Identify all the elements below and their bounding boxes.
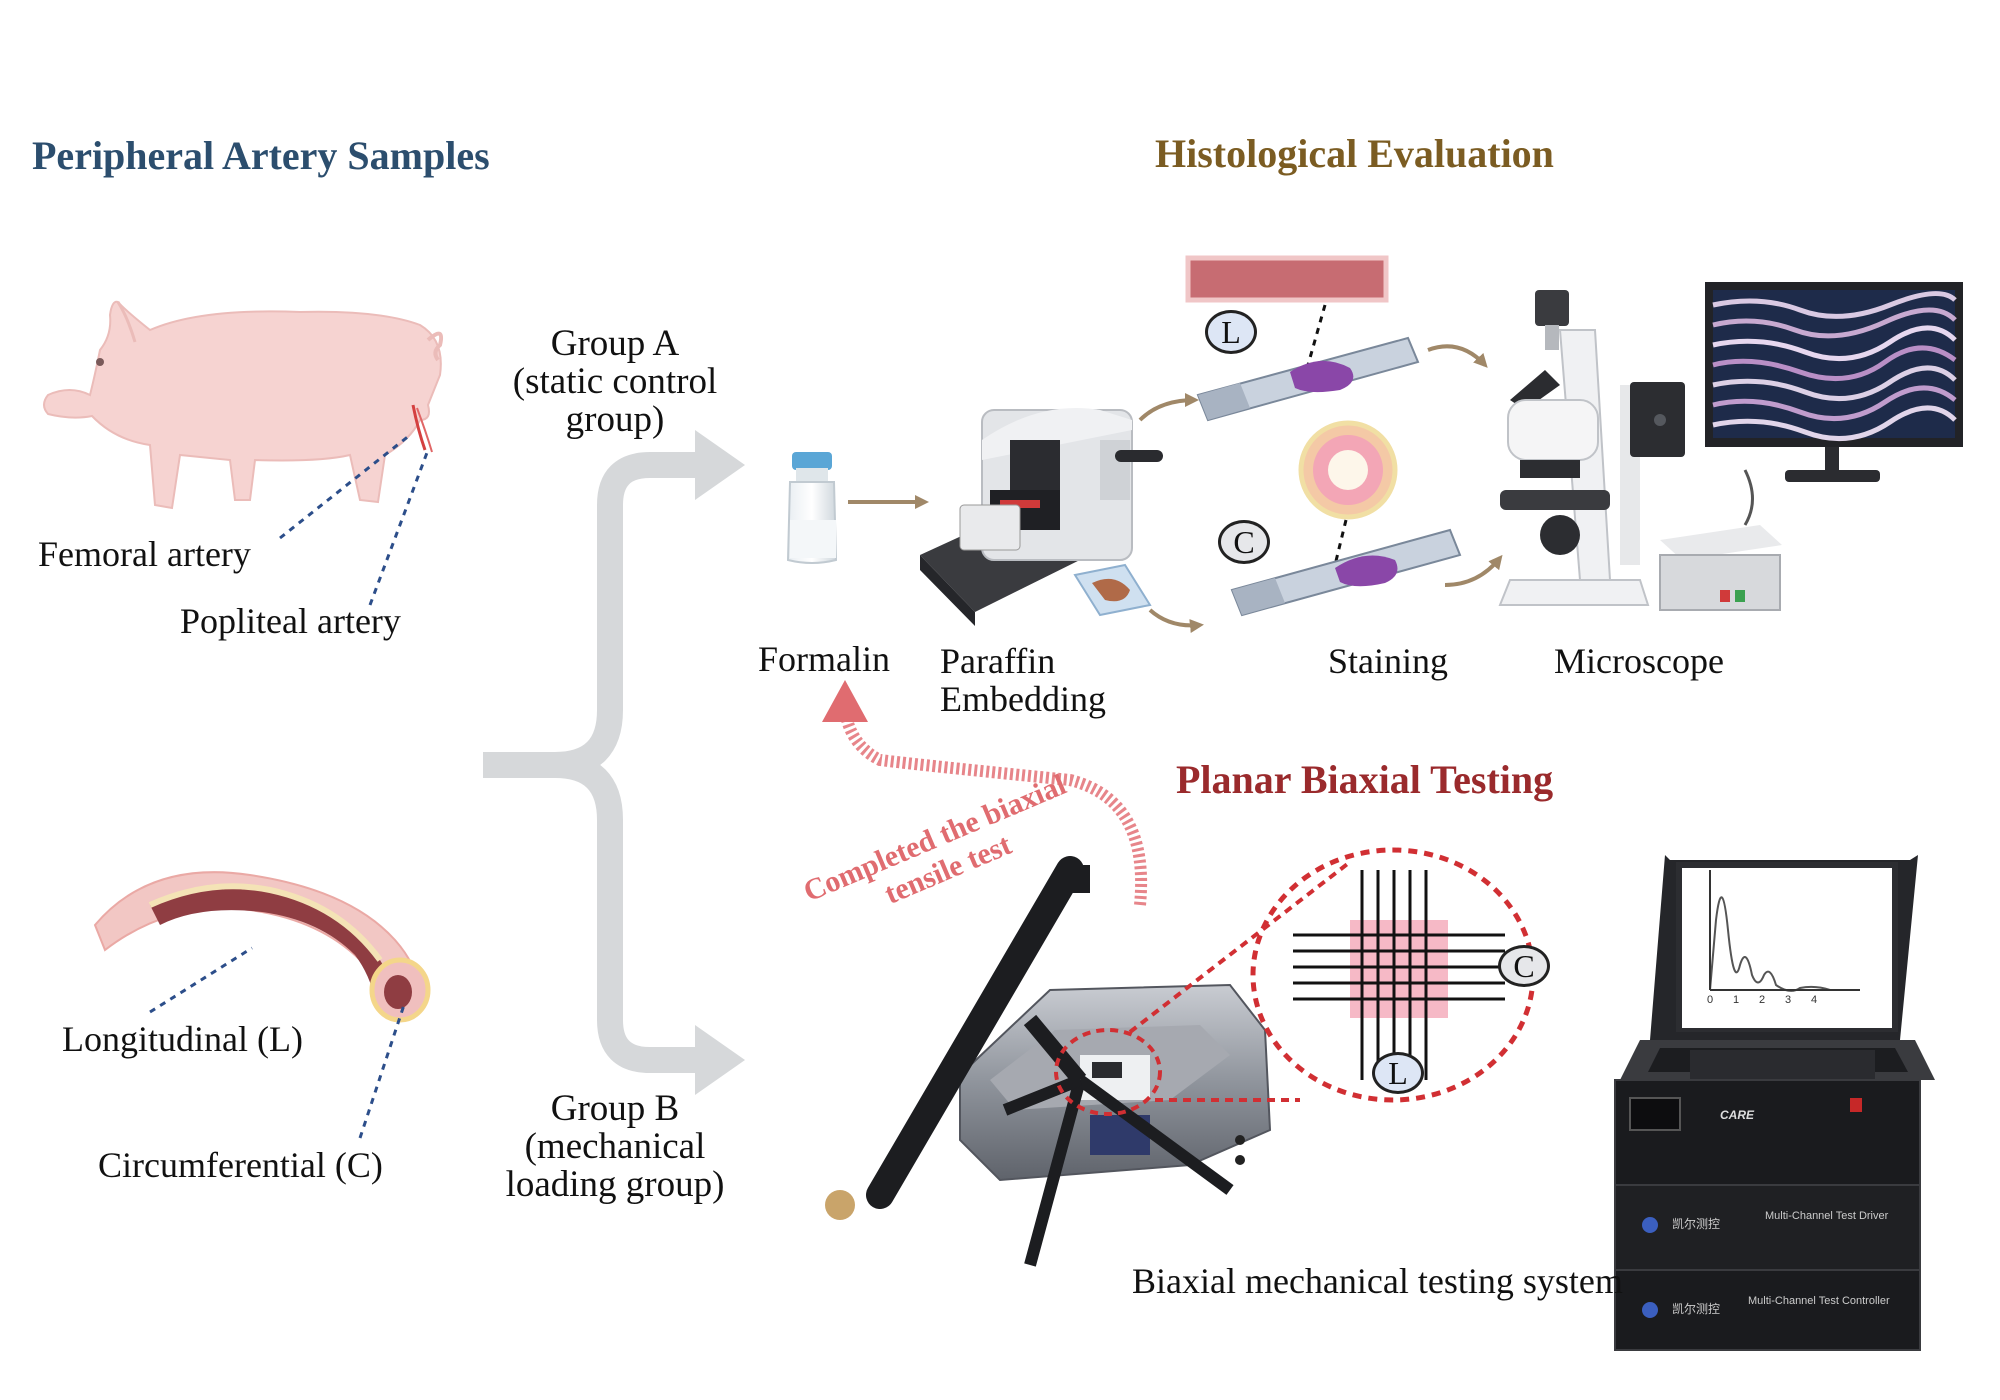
- group-a-line-1: Group A: [550, 323, 680, 364]
- circumferential-label: Circumferential (C): [98, 1145, 383, 1185]
- marker-c-biaxial: C: [1498, 945, 1550, 987]
- arrow-to-histology: [695, 430, 745, 500]
- paraffin-line-1: Paraffin: [940, 641, 1056, 681]
- artery-icon: [93, 871, 431, 1023]
- paraffin-line-2: Embedding: [940, 679, 1106, 719]
- marker-c-histology-text: C: [1233, 524, 1255, 560]
- arrow-paraffin-to-slide-l: [1138, 393, 1199, 422]
- plot-tick-0: 0: [1707, 994, 1714, 1006]
- completed-test-arrowhead: [822, 680, 868, 722]
- longitudinal-label: Longitudinal (L): [62, 1019, 303, 1059]
- paraffin-block-icon: [1073, 563, 1152, 617]
- plot-tick-1: 1: [1733, 994, 1740, 1006]
- group-b-label: Group B (mechanical loading group): [485, 1090, 745, 1204]
- group-a-line-2: (static control: [512, 361, 718, 402]
- femoral-leader: [279, 433, 411, 540]
- tissue-sample-grid: [1293, 870, 1505, 1080]
- device-cn-label-2: 凯尔测控: [1672, 1302, 1721, 1316]
- histology-title: Histological Evaluation: [1155, 131, 1554, 176]
- marker-l-histology-text: L: [1221, 314, 1241, 350]
- marker-c-biaxial-text: C: [1513, 948, 1535, 984]
- group-b-line-1: Group B: [550, 1088, 680, 1129]
- microtome-icon: [920, 408, 1163, 626]
- device-brand: CARE: [1720, 1108, 1755, 1122]
- popliteal-artery-label: Popliteal artery: [180, 601, 401, 641]
- biaxial-tester-icon: [959, 983, 1272, 1182]
- device-label-2: Multi-Channel Test Controller: [1748, 1295, 1890, 1307]
- arrow-paraffin-to-slide-c: [1148, 608, 1204, 633]
- monitor-cable: [1743, 469, 1754, 526]
- longitudinal-section-strip: [1185, 255, 1389, 303]
- artery-samples-title: Peripheral Artery Samples: [32, 133, 490, 178]
- circumferential-leader: [358, 1004, 406, 1139]
- longitudinal-leader: [149, 946, 253, 1014]
- group-a-line-3: group): [565, 399, 665, 440]
- laptop-icon: [1620, 855, 1935, 1080]
- marker-c-histology: C: [1218, 520, 1270, 564]
- controller-box-icon: [1614, 1050, 1921, 1351]
- plot-tick-3: 3: [1785, 994, 1792, 1006]
- formalin-label: Formalin: [758, 639, 890, 679]
- biaxial-system-label: Biaxial mechanical testing system: [1132, 1261, 1623, 1301]
- tripod-camera-icon: [825, 856, 1234, 1267]
- zoom-source-circle: [1054, 1028, 1162, 1116]
- marker-l-biaxial-text: L: [1388, 1055, 1408, 1091]
- microscope-icon: [1498, 290, 1650, 606]
- arrow-to-biaxial: [695, 1025, 745, 1095]
- monitor-icon: [1705, 282, 1963, 482]
- circumferential-section-ring: [1298, 420, 1398, 520]
- group-b-line-3: loading group): [505, 1164, 725, 1205]
- marker-l-biaxial: L: [1372, 1052, 1424, 1094]
- device-cn-label-1: 凯尔测控: [1672, 1217, 1721, 1231]
- pig-icon: [43, 300, 444, 510]
- arrow-slide-c-to-microscope: [1444, 554, 1503, 587]
- controller-unit-icon: [1659, 525, 1782, 611]
- popliteal-leader: [368, 449, 430, 606]
- glass-slide-icon: [1230, 528, 1462, 617]
- group-connector: [483, 452, 700, 1073]
- staining-label: Staining: [1328, 641, 1449, 681]
- femoral-artery-label: Femoral artery: [38, 534, 251, 574]
- light-source-box-icon: [1630, 382, 1685, 457]
- strip-leader: [1306, 304, 1327, 366]
- zoom-line-top: [1128, 860, 1352, 1034]
- marker-l-histology: L: [1205, 310, 1257, 354]
- plot-tick-2: 2: [1759, 994, 1766, 1006]
- glass-slide-icon: [1196, 336, 1420, 422]
- plot-tick-4: 4: [1811, 994, 1818, 1006]
- device-label-1: Multi-Channel Test Driver: [1765, 1210, 1889, 1222]
- arrow-slide-l-to-microscope: [1427, 344, 1488, 368]
- group-a-label: Group A (static control group): [490, 325, 740, 439]
- paraffin-embedding-label: Paraffin Embedding: [940, 642, 1106, 718]
- ring-leader: [1333, 519, 1348, 566]
- biaxial-title: Planar Biaxial Testing: [1176, 757, 1554, 802]
- group-b-line-2: (mechanical: [524, 1126, 706, 1167]
- formalin-vial-icon: [786, 452, 838, 564]
- microscope-label: Microscope: [1554, 641, 1724, 681]
